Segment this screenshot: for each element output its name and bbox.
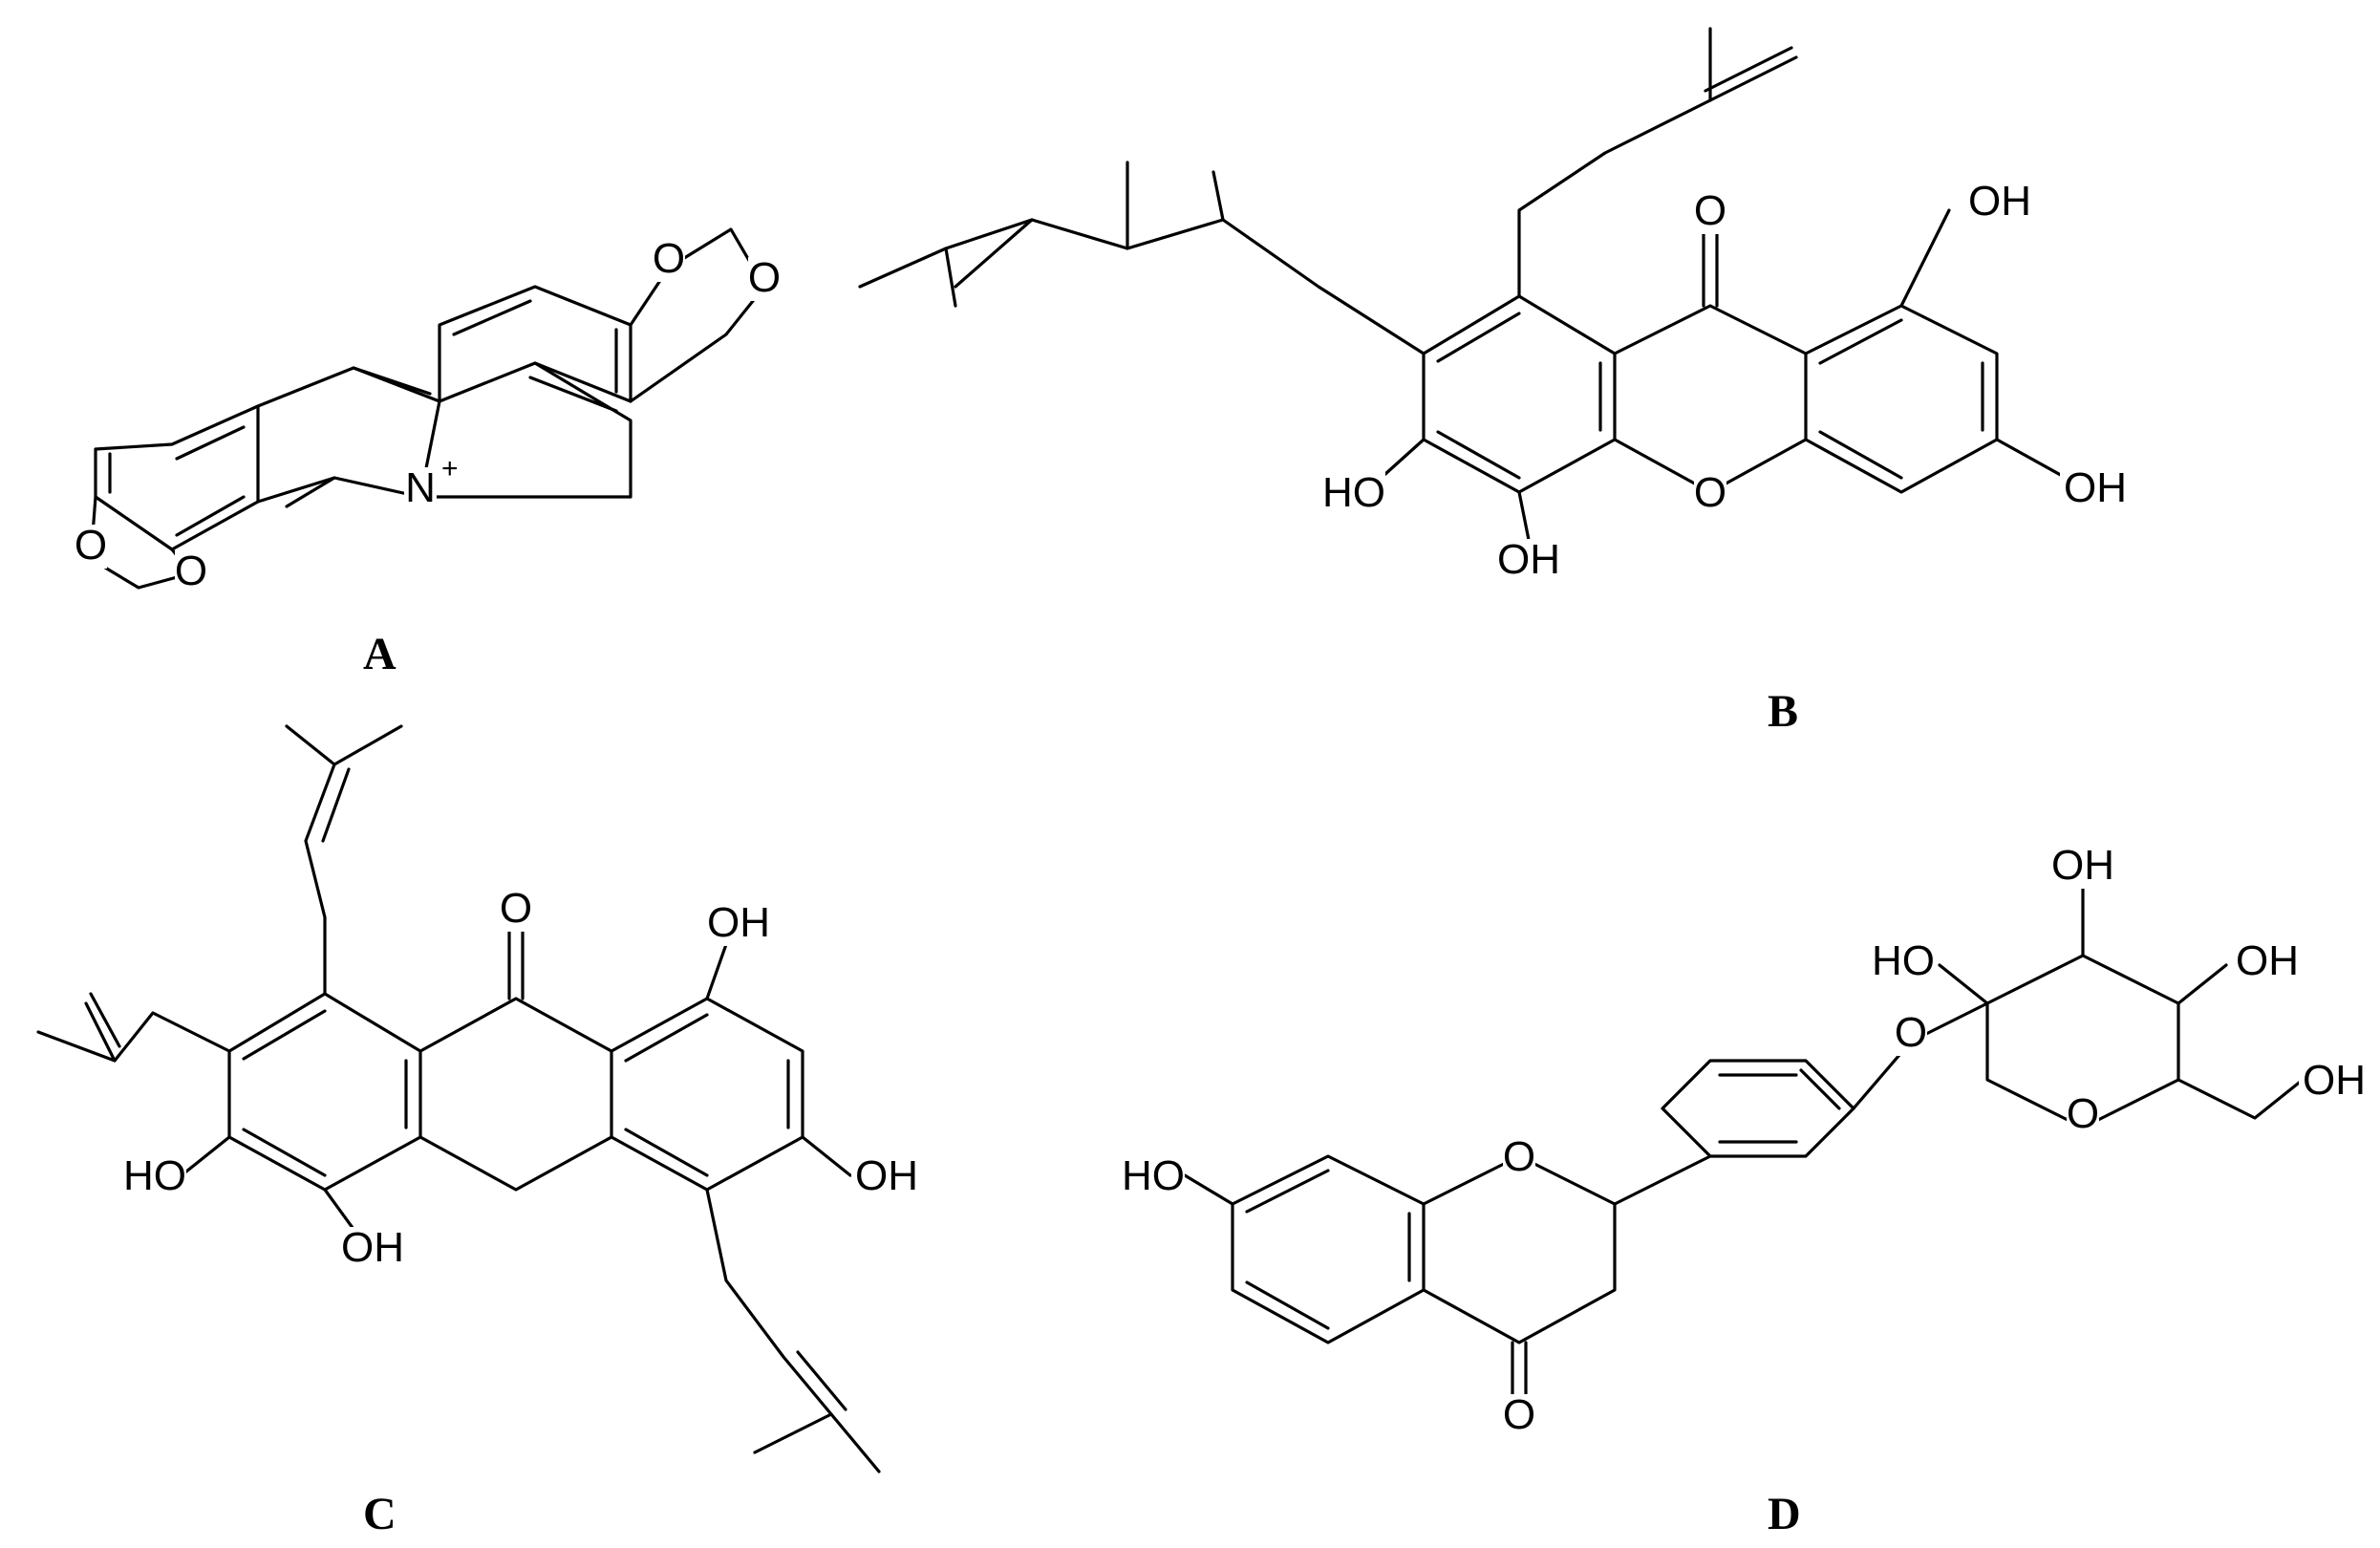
hydroxyl-b2-bg <box>2060 467 2117 511</box>
nitrogen-atom-a: N <box>405 464 436 511</box>
hydroxyl-d3: OH <box>2236 937 2299 984</box>
oxygen-atom-a4-bg <box>748 257 781 301</box>
hydroxyl-d2-bg <box>2054 845 2112 889</box>
panel-label-b: B <box>1768 686 1798 737</box>
oxygen-atom-a1-bg <box>75 525 107 569</box>
panel-label-a: A <box>363 629 397 679</box>
panel-label-d: D <box>1768 1489 1801 1539</box>
structure-b: O O OH OH HO OH B <box>858 27 2127 737</box>
hydroxyl-b3-bg <box>1328 472 1385 516</box>
carbonyl-oxygen-b: O <box>1694 187 1726 234</box>
oxygen-atom-a2: O <box>175 548 207 594</box>
hydroxyl-d2: OH <box>2051 842 2114 889</box>
charge-plus-a: + <box>441 453 459 484</box>
hydroxyl-d1-bg <box>1127 1155 1185 1199</box>
hydroxyl-d4: HO <box>1872 937 1935 984</box>
ring-oxygen-b-bg <box>1694 472 1726 516</box>
hydroxyl-c3-bg <box>129 1155 186 1199</box>
hydroxyl-b4: OH <box>1497 536 1560 583</box>
carbonyl-oxygen-b-bg <box>1694 190 1726 234</box>
hydroxyl-c2: OH <box>855 1152 918 1199</box>
carbonyl-oxygen-d: O <box>1503 1391 1535 1438</box>
oxygen-atom-a1: O <box>75 522 107 569</box>
hydroxyl-d4-bg <box>1877 940 1935 984</box>
hydroxyl-c4: OH <box>341 1224 404 1271</box>
hydroxyl-b4-bg <box>1500 539 1557 583</box>
panel-label-c: C <box>363 1489 397 1539</box>
hydroxyl-c3: HO <box>123 1152 186 1199</box>
hydroxyl-d5-bg <box>2299 1060 2356 1104</box>
oxygen-atom-a4: O <box>748 254 781 301</box>
hydroxyl-d3-bg <box>2232 940 2289 984</box>
hydroxyl-d5: OH <box>2303 1057 2366 1104</box>
ring-oxygen-d: O <box>1503 1133 1535 1180</box>
oxygen-atom-a2-bg <box>175 550 207 594</box>
ring-oxygen-d-bg <box>1503 1136 1535 1180</box>
sugar-ring-oxygen-d: O <box>2067 1090 2099 1137</box>
glycoside-oxygen-d: O <box>1895 1009 1927 1056</box>
hydroxyl-d1: HO <box>1122 1152 1185 1199</box>
hydroxyl-b3: HO <box>1322 469 1385 516</box>
hydroxyl-b1-bg <box>1964 181 2022 225</box>
structure-d: HO O O O O OH OH HO OH D <box>1122 842 2366 1539</box>
sugar-ring-oxygen-d-bg <box>2067 1093 2099 1137</box>
ring-oxygen-b: O <box>1694 469 1726 516</box>
hydroxyl-c1-bg <box>703 902 761 946</box>
hydroxyl-c4-bg <box>344 1227 401 1271</box>
oxygen-atom-a3: O <box>653 235 685 282</box>
hydroxyl-b2: OH <box>2064 464 2127 511</box>
hydroxyl-b1: OH <box>1968 178 2031 225</box>
carbonyl-oxygen-d-bg <box>1503 1394 1535 1438</box>
structure-c: O OH OH HO OH C <box>36 724 918 1539</box>
hydroxyl-c1: OH <box>707 899 770 946</box>
nitrogen-atom-a-bg <box>404 467 437 511</box>
glycoside-oxygen-d-bg <box>1895 1012 1927 1056</box>
carbonyl-oxygen-c: O <box>500 885 532 932</box>
carbonyl-oxygen-c-bg <box>500 888 532 932</box>
hydroxyl-c2-bg <box>851 1155 909 1199</box>
oxygen-atom-a3-bg <box>653 238 685 282</box>
structure-a: O O O O N+ A <box>75 227 781 679</box>
